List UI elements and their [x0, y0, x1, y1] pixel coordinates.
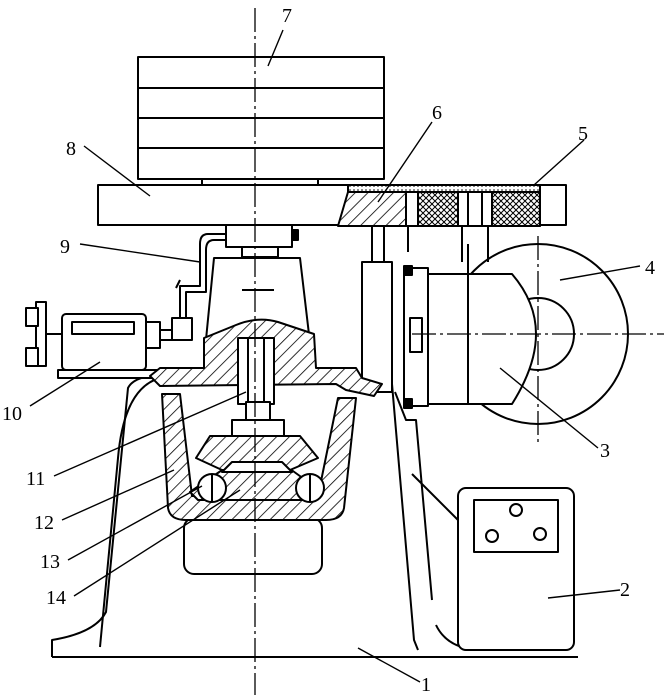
- motor-bracket: [361, 224, 393, 393]
- gauge-unit: [25, 301, 179, 379]
- label-9: 9: [60, 236, 70, 258]
- load-weights: [137, 56, 385, 185]
- label-4: 4: [645, 257, 655, 279]
- base-frame: [51, 375, 578, 658]
- label-6: 6: [432, 102, 442, 124]
- label-2: 2: [620, 579, 630, 601]
- label-5: 5: [578, 123, 588, 145]
- control-box: [457, 487, 575, 651]
- label-8: 8: [66, 138, 76, 160]
- label-11: 11: [26, 468, 46, 490]
- steel-balls: [197, 473, 325, 503]
- center-lines: [254, 8, 664, 695]
- label-1: 1: [421, 674, 431, 696]
- label-7: 7: [282, 5, 292, 27]
- leader-lines: [29, 29, 641, 683]
- oil-pipe: [171, 233, 226, 341]
- label-3: 3: [600, 440, 610, 462]
- label-14: 14: [46, 587, 66, 609]
- ball-holder: [195, 401, 319, 473]
- label-10: 10: [2, 403, 22, 425]
- belt-drive: [405, 191, 541, 262]
- label-13: 13: [40, 551, 60, 573]
- label-12: 12: [34, 512, 54, 534]
